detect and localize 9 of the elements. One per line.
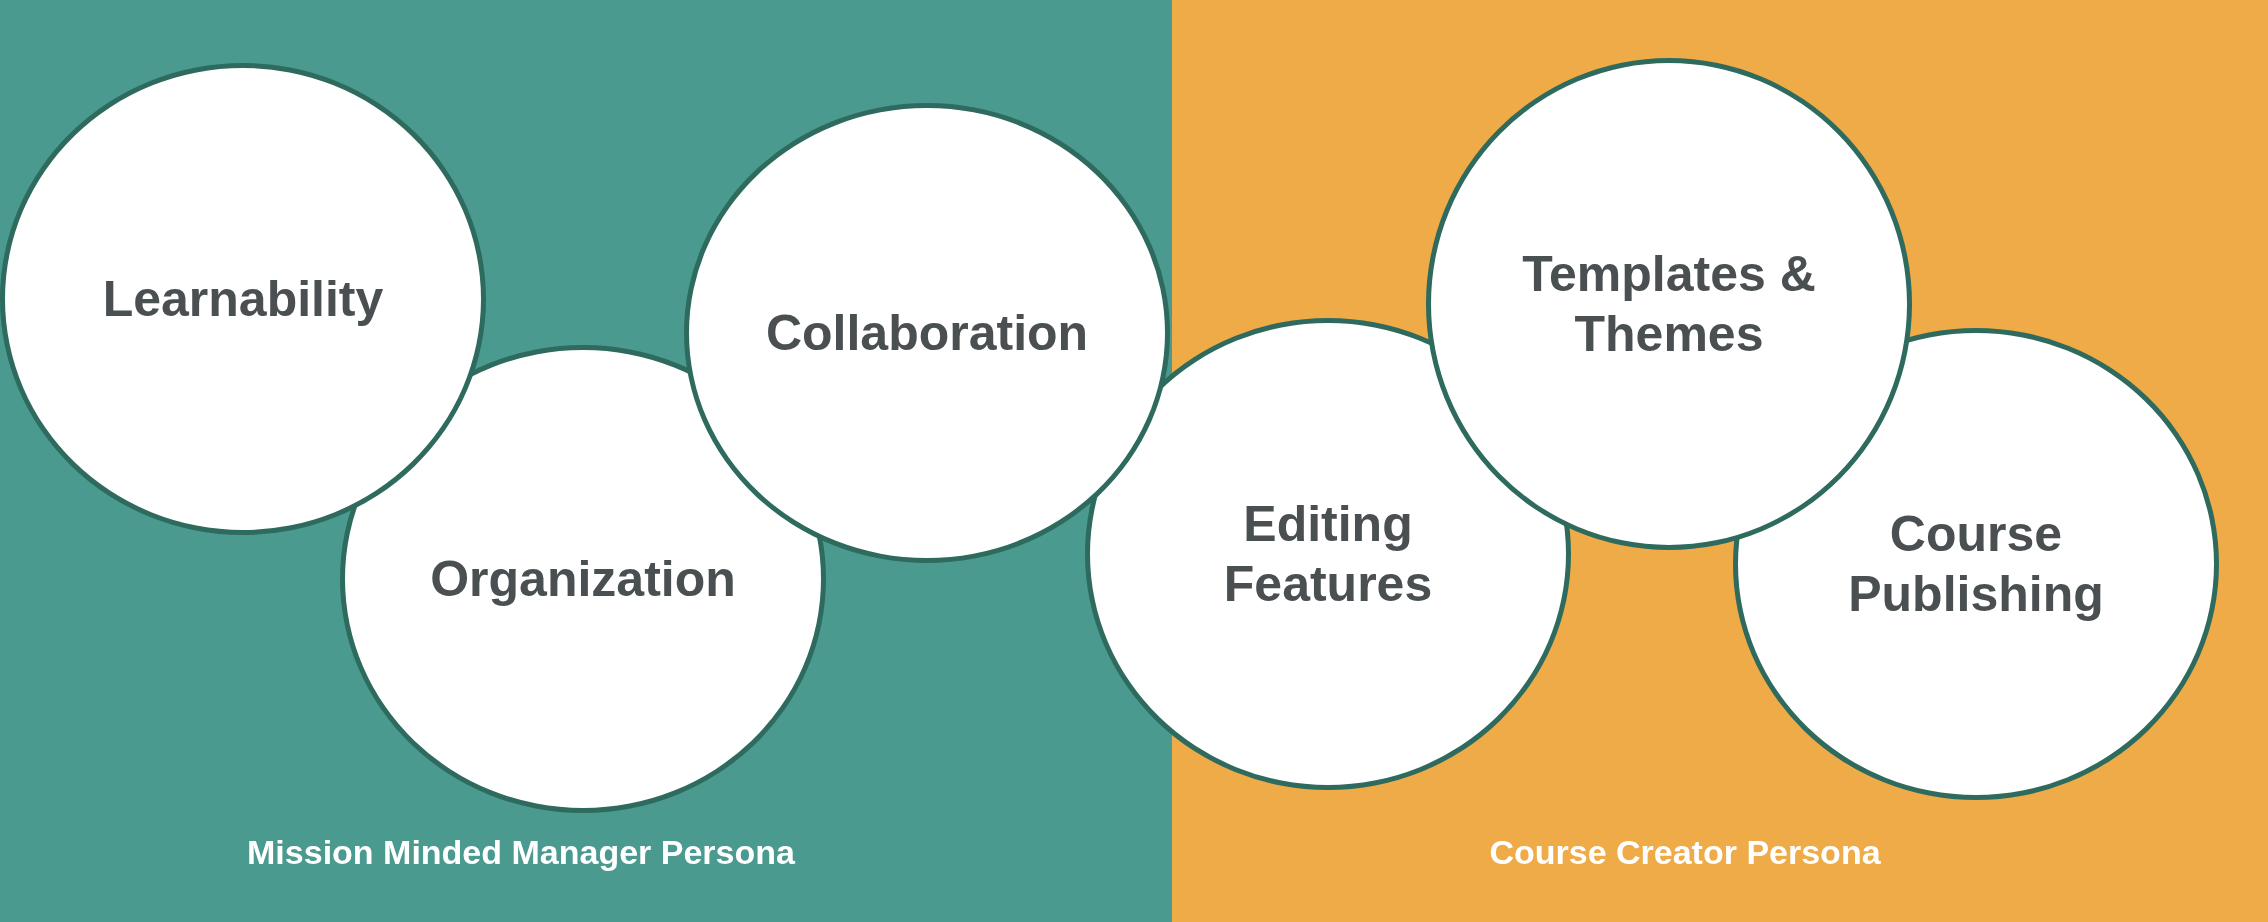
topic-label: Editing Features: [1222, 495, 1434, 614]
persona-label: Mission Minded Manager Persona: [246, 833, 796, 872]
topic-label: Templates & Themes: [1521, 245, 1817, 364]
persona-panel: [0, 0, 1172, 922]
topic-label: Course Publishing: [1847, 505, 2105, 624]
topic-label: Collaboration: [765, 304, 1089, 363]
topic-label: Organization: [430, 550, 736, 609]
persona-label: Course Creator Persona: [1488, 833, 1882, 872]
topic-label: Learnability: [102, 270, 384, 329]
